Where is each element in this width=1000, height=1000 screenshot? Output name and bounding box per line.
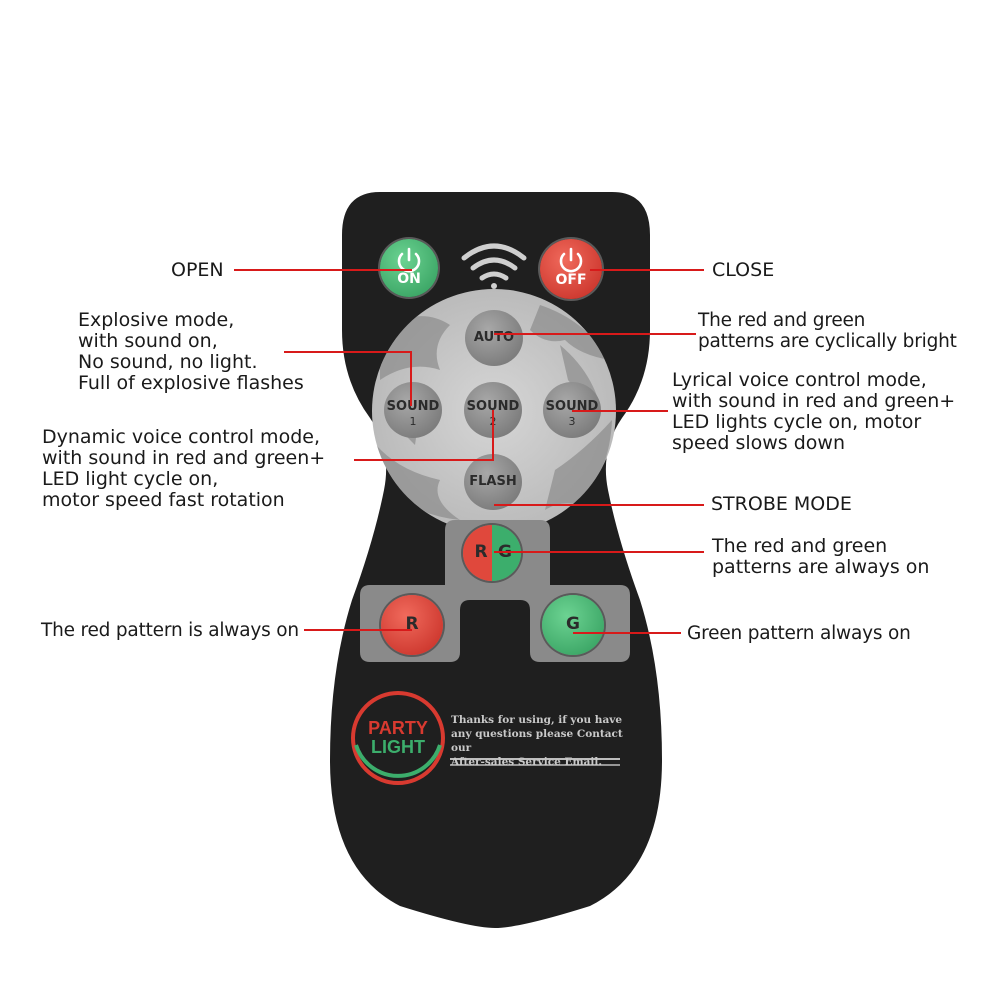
power-icon xyxy=(397,247,421,273)
flash-button[interactable]: FLASH xyxy=(464,454,522,510)
label-close: CLOSE xyxy=(712,259,775,281)
label-open: OPEN xyxy=(171,259,224,281)
sound-1-label: SOUND xyxy=(386,399,440,414)
sound-3-button[interactable]: SOUND 3 xyxy=(543,382,601,438)
pointer-line xyxy=(494,504,704,506)
pointer-line xyxy=(354,459,494,461)
pointer-line xyxy=(304,629,412,631)
label-strobe: STROBE MODE xyxy=(711,493,852,515)
pointer-line xyxy=(410,351,412,406)
sound-2-label: SOUND xyxy=(466,399,520,414)
logo-text-line2: LIGHT xyxy=(371,737,425,757)
logo-text-line1: PARTY xyxy=(368,718,428,738)
power-on-button[interactable]: ON xyxy=(380,239,438,297)
thanks-text: Thanks for using, if you have any questi… xyxy=(451,714,623,768)
pointer-line xyxy=(494,551,704,553)
party-light-logo: PARTY LIGHT xyxy=(351,691,445,785)
sound-1-number: 1 xyxy=(409,415,417,428)
on-label: ON xyxy=(397,271,421,287)
label-lyrical: Lyrical voice control mode, with sound i… xyxy=(672,369,956,454)
label-red-desc: The red pattern is always on xyxy=(41,620,299,641)
rg-r-label: R xyxy=(474,542,488,562)
red-green-button[interactable]: R G xyxy=(463,525,521,581)
green-button-label: G xyxy=(566,614,580,634)
pointer-line xyxy=(234,269,412,271)
power-icon xyxy=(559,247,583,273)
off-label: OFF xyxy=(555,272,587,288)
flash-label: FLASH xyxy=(469,474,517,489)
label-rg-desc: The red and green patterns are always on xyxy=(712,535,930,578)
label-auto-desc: The red and green patterns are cyclicall… xyxy=(698,310,957,352)
label-green-desc: Green pattern always on xyxy=(687,623,911,644)
label-dynamic: Dynamic voice control mode, with sound i… xyxy=(42,426,326,511)
pointer-line xyxy=(494,333,696,335)
auto-button[interactable]: AUTO xyxy=(465,310,523,366)
pointer-line xyxy=(590,269,704,271)
sound-1-button[interactable]: SOUND 1 xyxy=(384,382,442,438)
pointer-line xyxy=(492,410,494,461)
pointer-line xyxy=(573,632,681,634)
red-button-label: R xyxy=(405,614,419,634)
sound-3-number: 3 xyxy=(568,415,576,428)
label-explosive: Explosive mode, with sound on, No sound,… xyxy=(78,309,304,394)
pointer-line xyxy=(284,351,412,353)
pointer-line xyxy=(572,410,668,412)
green-button[interactable]: G xyxy=(542,595,604,655)
red-button[interactable]: R xyxy=(381,595,443,655)
wireless-signal-icon xyxy=(461,243,527,289)
